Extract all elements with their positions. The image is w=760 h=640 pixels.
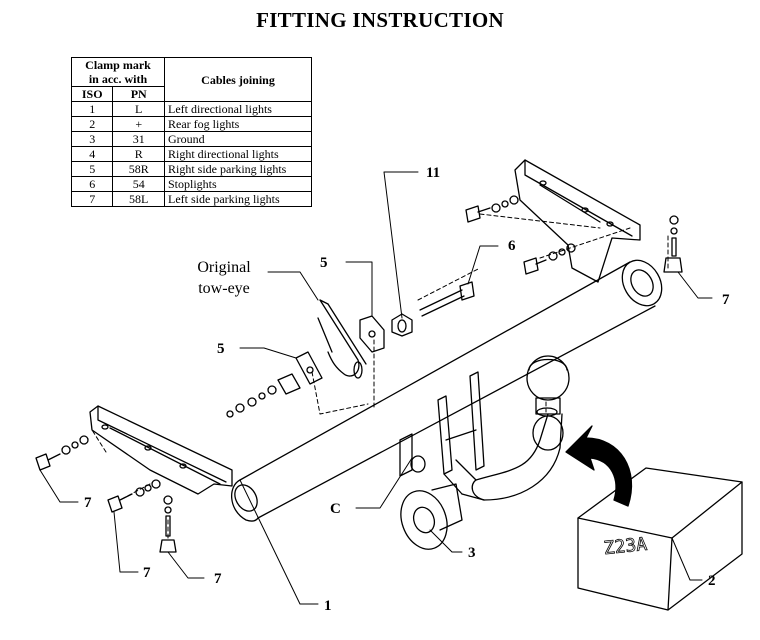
table-cell-pn: 58L (112, 191, 165, 207)
table-header-clamp-line1: Clamp mark (85, 58, 151, 72)
table-cell-cable: Ground (164, 131, 312, 147)
tow-ball (526, 355, 570, 451)
label-part-1: 1 (324, 598, 332, 614)
ball-neck (443, 413, 563, 501)
table-cell-pn: 31 (112, 131, 165, 147)
bolt-set-bottom-vertical (159, 495, 177, 553)
label-part-6: 6 (508, 238, 516, 254)
bolt-set-mid-right (523, 243, 576, 275)
table-header-pn: PN (112, 86, 165, 102)
assembly-guide-lines (91, 213, 669, 541)
table-cell-cable: Right side parking lights (164, 161, 312, 177)
table-header-cables-joining: Cables joining (164, 57, 312, 102)
label-part-3: 3 (468, 545, 476, 561)
table-cell-iso: 5 (70, 161, 114, 177)
leader-lines (39, 171, 713, 605)
table-header-clamp-mark: Clamp mark in acc. with (71, 57, 165, 87)
right-mounting-bracket (514, 159, 641, 283)
diagram-labels: Original tow-eye 1 2 3 5 5 6 7 7 7 7 11 … (84, 165, 730, 614)
label-part-5-left: 5 (217, 341, 225, 357)
bolt-long (419, 281, 475, 317)
label-part-7-bottom-a: 7 (143, 565, 151, 581)
left-mounting-bracket (89, 405, 233, 495)
label-part-7-right: 7 (722, 292, 730, 308)
label-part-2: 2 (708, 573, 716, 589)
curved-arrow (565, 425, 633, 507)
bolt-set-upper (465, 195, 519, 223)
bolt-set-bottom-left (107, 479, 161, 513)
crossbar-tube (231, 259, 663, 522)
label-part-c: C (330, 501, 341, 517)
page-title: FITTING INSTRUCTION (256, 8, 504, 32)
table-header-row: Clamp mark in acc. with Cables joining (71, 57, 312, 102)
bolt-set-center-left (226, 351, 323, 418)
label-original-line1: Original (197, 259, 251, 276)
cable-connection-table: Clamp mark in acc. with Cables joining I… (70, 57, 312, 207)
table-cell-cable: Right directional lights (164, 146, 312, 162)
bolt-set-right-vertical (663, 215, 683, 273)
label-original-line2: tow-eye (198, 280, 250, 297)
table-cell-cable: Left side parking lights (164, 191, 312, 207)
original-tow-eye (317, 299, 367, 379)
spacer-sleeve (359, 313, 413, 353)
label-part-11: 11 (426, 165, 440, 181)
table-cell-iso: 7 (70, 191, 114, 207)
table-cell-cable: Stoplights (164, 176, 312, 192)
label-part-5-top: 5 (320, 255, 328, 271)
label-part-7-bottom-b: 7 (214, 571, 222, 587)
label-part-7-left: 7 (84, 495, 92, 511)
bolt-set-left (35, 435, 89, 471)
socket-plate (400, 455, 463, 550)
center-mounting-plates (399, 371, 485, 477)
table-header-clamp-line2: in acc. with (88, 72, 148, 86)
label-box-code: Z23A (603, 534, 648, 559)
table-cell-pn: 54 (112, 176, 165, 192)
